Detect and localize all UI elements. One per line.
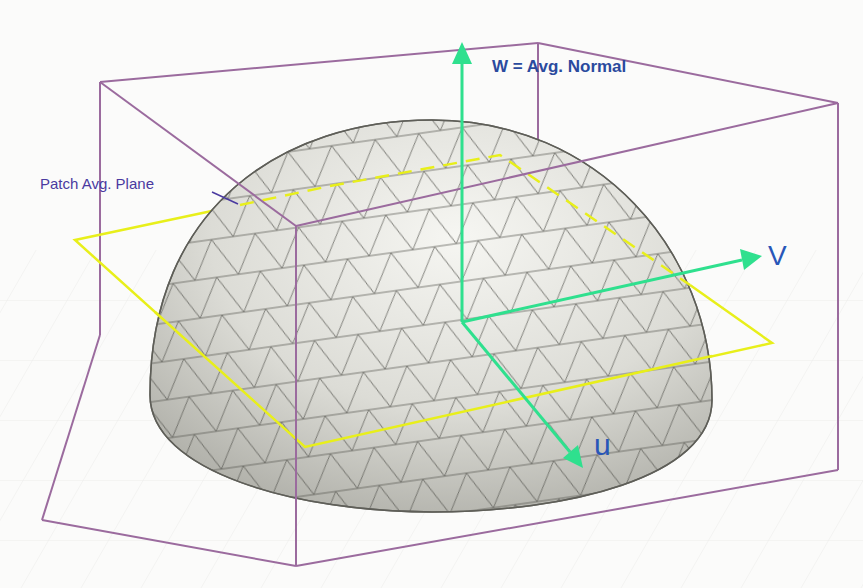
axis-label: Patch Avg. Plane — [40, 176, 154, 193]
axis-label: u — [594, 428, 611, 461]
leader-line — [212, 192, 238, 204]
axis-label: V — [768, 241, 787, 272]
average-plane-front — [155, 155, 712, 447]
axes — [452, 42, 762, 468]
bounding-box-front — [42, 82, 838, 566]
axis-label: W = Avg. Normal — [492, 58, 626, 77]
